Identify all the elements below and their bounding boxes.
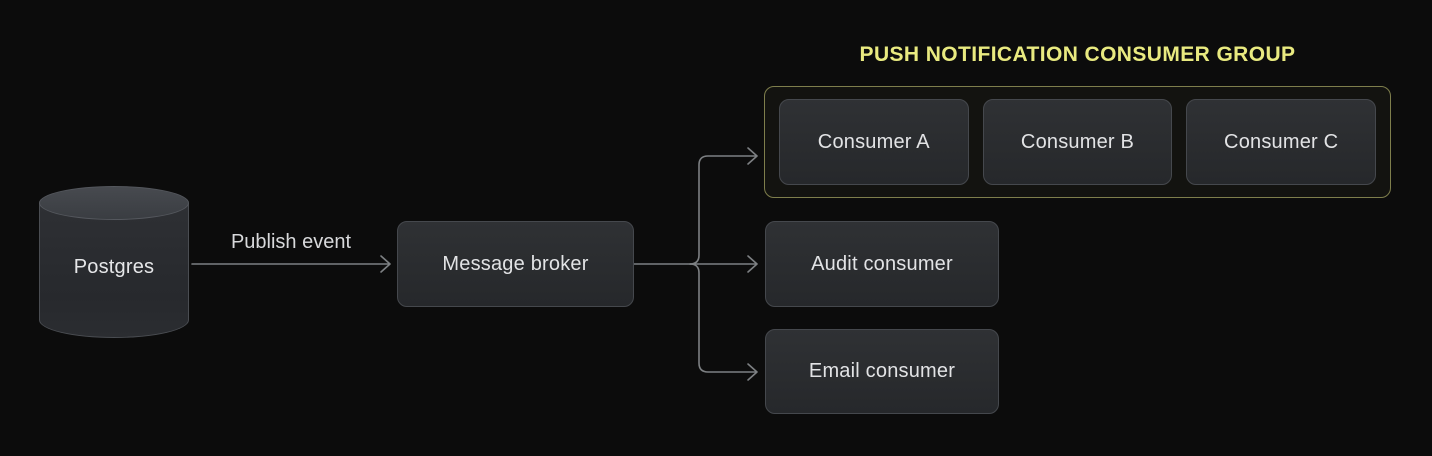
cylinder-body: [39, 203, 189, 338]
publish-event-label: Publish event: [230, 231, 352, 253]
publish-event-arrow: [191, 255, 391, 273]
connector-broker-to-audit: [633, 255, 758, 273]
message-broker-label: Message broker: [442, 252, 589, 275]
postgres-database-node: Postgres: [39, 186, 189, 338]
email-consumer-node: Email consumer: [765, 329, 999, 414]
audit-consumer-node: Audit consumer: [765, 221, 999, 307]
consumer-b-label: Consumer B: [1020, 130, 1135, 153]
consumer-a-node: Consumer A: [779, 99, 969, 185]
email-consumer-label: Email consumer: [808, 360, 956, 382]
consumer-a-label: Consumer A: [817, 130, 930, 153]
cylinder-top: [39, 186, 189, 220]
consumer-c-node: Consumer C: [1186, 99, 1377, 185]
consumer-group-title: PUSH NOTIFICATION CONSUMER GROUP: [859, 43, 1296, 66]
postgres-label: Postgres: [73, 256, 155, 278]
push-notification-consumer-group: Consumer A Consumer B Consumer C: [764, 86, 1391, 198]
connector-broker-to-email: [689, 263, 758, 381]
connector-broker-to-group: [689, 147, 758, 265]
consumer-b-node: Consumer B: [982, 99, 1173, 185]
message-broker-node: Message broker: [397, 221, 634, 307]
consumer-c-label: Consumer C: [1224, 130, 1339, 153]
audit-consumer-label: Audit consumer: [811, 252, 953, 275]
